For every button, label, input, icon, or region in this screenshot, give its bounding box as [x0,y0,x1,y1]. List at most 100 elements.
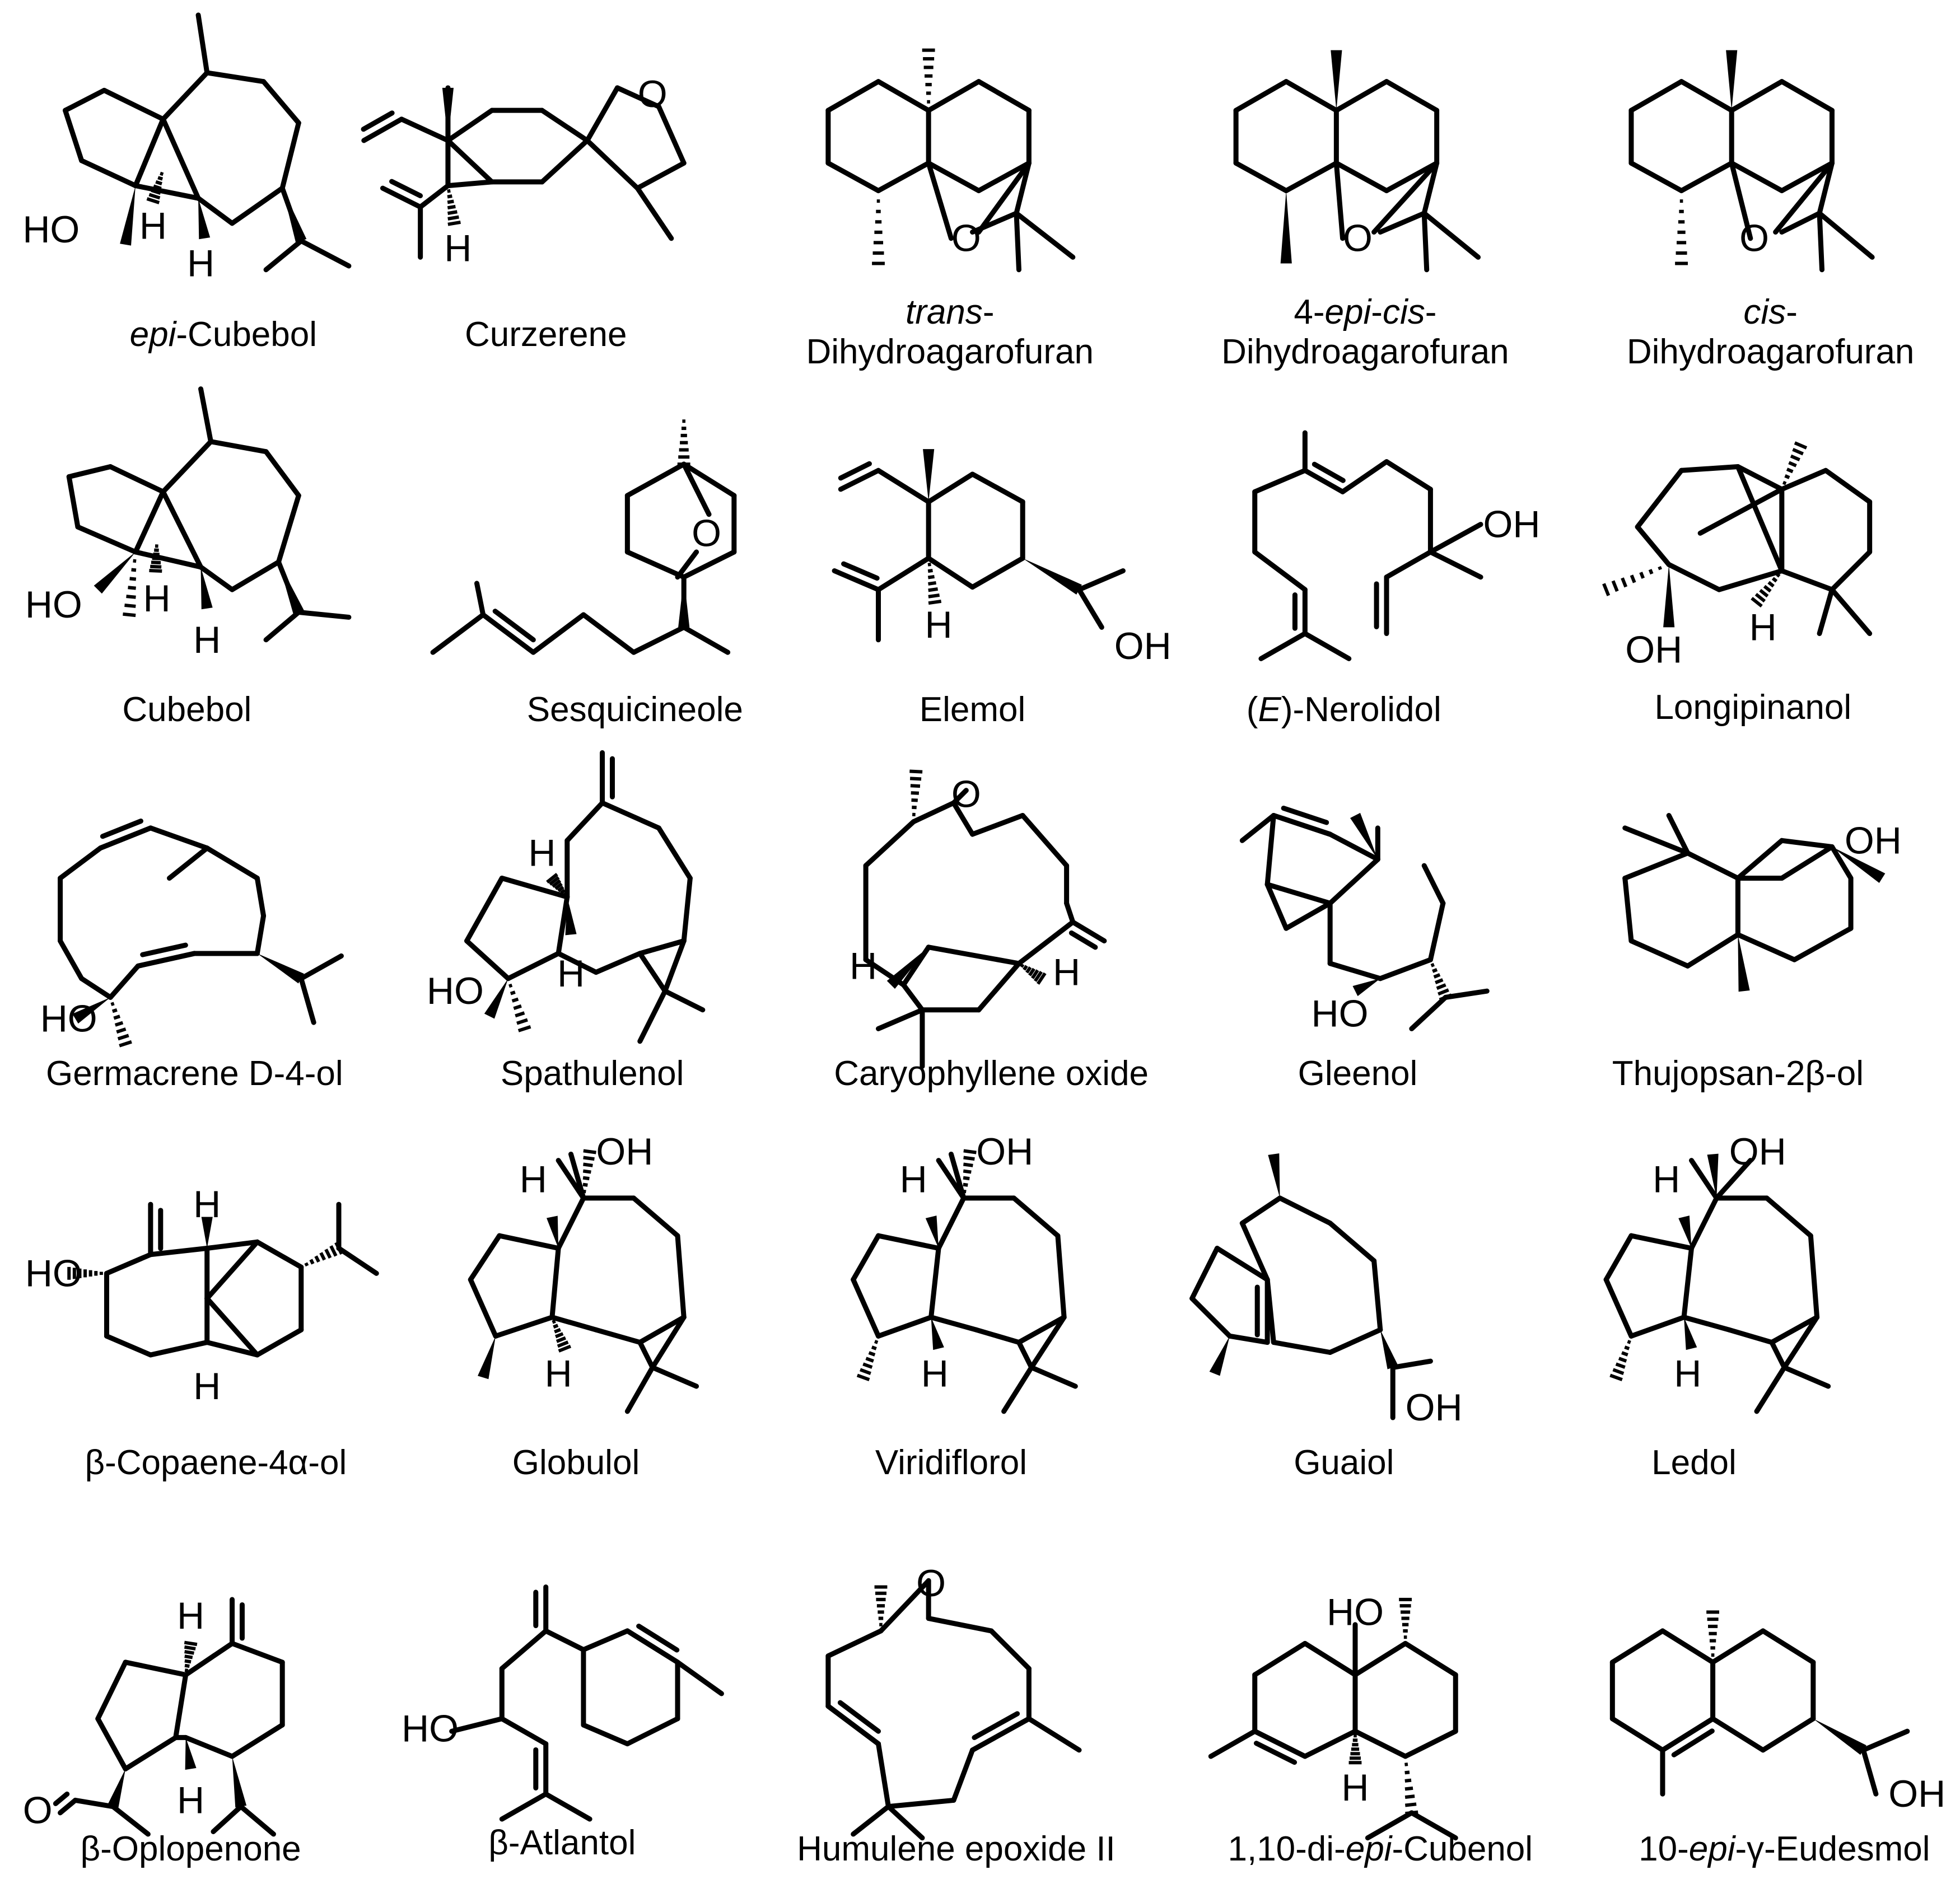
bond [133,549,204,570]
hashed-bond [1602,566,1662,596]
atom-label: H [557,952,585,995]
hashed-bond [909,769,923,817]
bond [1378,957,1433,981]
bond [204,1296,260,1358]
bond [63,87,107,113]
bond [1671,1728,1715,1757]
wedge-bond [201,1217,213,1249]
bond [1277,1195,1333,1226]
bond [634,185,674,241]
bond [1214,1246,1270,1283]
bond [1312,461,1346,483]
wedge-bond [547,1216,559,1249]
bond [972,1711,1020,1740]
bond [1685,932,1740,969]
bond [530,612,586,655]
wedge-bond [185,1737,197,1770]
bond [876,555,931,592]
bond [279,120,301,191]
bond [1779,844,1835,881]
atom-label: H [1053,951,1080,994]
bond [564,800,605,843]
bond [430,612,486,655]
wedge-bond [1684,1317,1697,1350]
bond [1233,160,1289,194]
bond [581,1722,630,1747]
atom-label: O [916,1562,946,1605]
bond [1333,160,1389,194]
compound-name-19: Guaiol [1294,1443,1394,1482]
bond [1779,160,1835,194]
bond [497,1233,561,1251]
bond [148,1340,210,1358]
bond [1390,1358,1433,1370]
bond [254,1327,304,1358]
bond [876,79,931,113]
bond [254,876,267,919]
bond [624,1628,680,1665]
structure-trans-dihydroagarofuran: O [825,48,1076,273]
atom-label: OH [1625,629,1682,671]
bond [936,1195,967,1251]
compound-name-24: 1,10-di-epi-Cubenol [1228,1829,1533,1868]
bond [101,87,166,122]
bond [825,1628,884,1659]
bond [445,107,494,143]
bond [585,138,640,191]
compound-name-10: Longipinanol [1654,688,1852,727]
bond [926,160,954,241]
bond [1064,900,1076,925]
bond [1735,464,1785,574]
bond [581,1628,630,1653]
bond [445,179,494,189]
atom-label: H [1341,1766,1369,1809]
bond [1685,850,1740,881]
bond [1421,863,1446,906]
bond [1427,549,1483,580]
bond [1628,160,1684,194]
hashed-bond [1348,1734,1362,1765]
bond [1427,900,1446,962]
bond [1726,1327,1775,1345]
bond [1781,1364,1831,1389]
wedge-bond [1813,1718,1866,1755]
bond [95,1716,128,1771]
bond [1327,831,1380,862]
atom-label: H [193,1365,221,1408]
atom-label: H [187,242,214,285]
atom-label: O [692,512,721,554]
bond [133,489,166,555]
bond [53,1791,70,1806]
bond [675,1233,687,1320]
compound-name-17: Globulol [512,1443,640,1482]
bond [681,461,737,498]
bond [1239,812,1276,843]
bond [195,195,235,226]
atom-label: H [900,1158,927,1200]
structure-b-atlantol: HO [402,1584,724,1822]
bond [876,1315,934,1339]
bond [75,524,138,555]
bond [263,238,304,273]
wedge-bond [198,198,211,240]
bond [1660,1716,1716,1753]
bond [1327,961,1383,981]
bond [1735,838,1785,881]
bond [1769,1340,1787,1370]
bond [1011,1195,1061,1238]
atom-label: HO [22,208,80,251]
bond [1735,932,1797,962]
bond [58,1797,78,1816]
bond [951,800,976,837]
atom-label: H [1749,606,1777,648]
bond [539,107,590,143]
bond [1016,1315,1067,1345]
bond [863,819,916,868]
hashed-bond [922,48,935,104]
hashed-bond [1399,1597,1412,1639]
compound-name-15: Thujopsan-2β-ol [1612,1054,1864,1093]
bond [204,1239,260,1301]
bond [298,976,316,1025]
